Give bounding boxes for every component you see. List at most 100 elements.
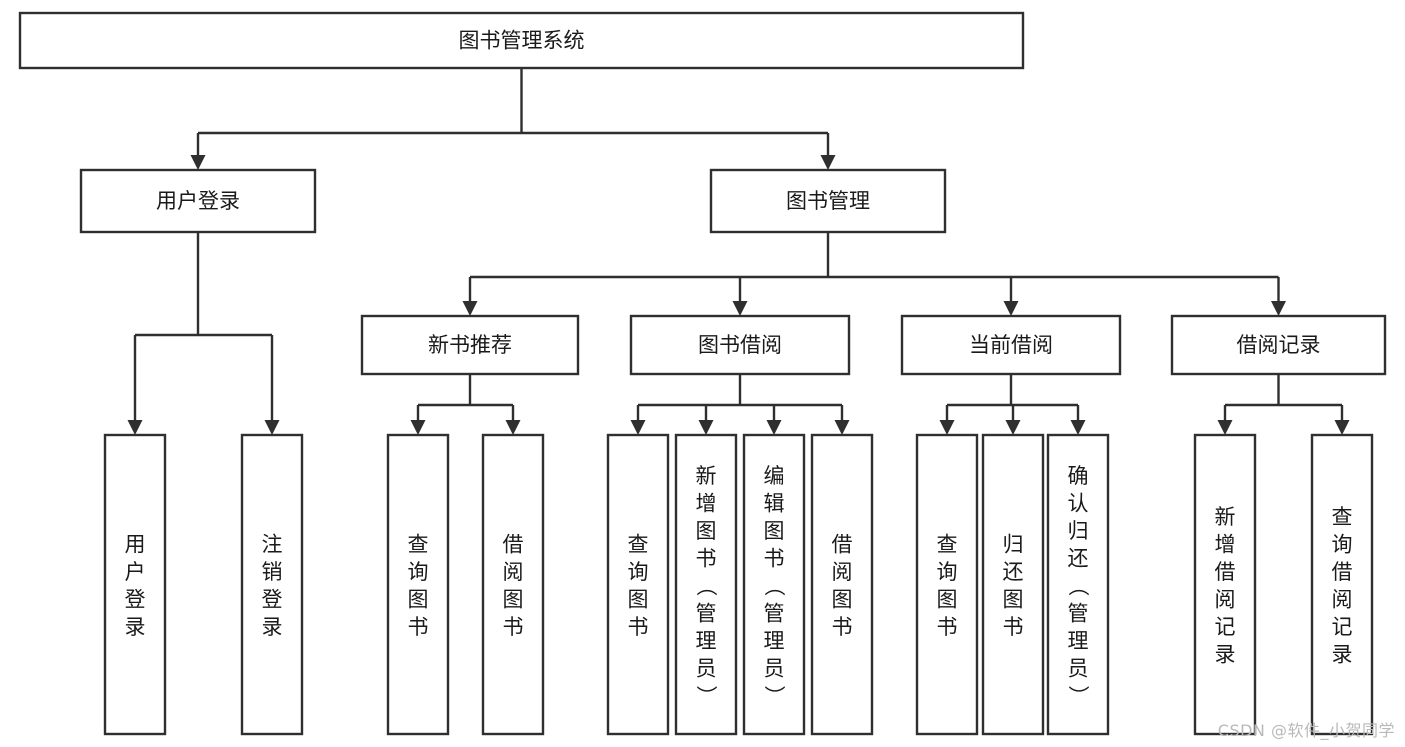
arrow-head-icon bbox=[264, 420, 280, 435]
node-label-char-leaf-borrow-book-rec: 书 bbox=[503, 615, 524, 639]
node-label-char-leaf-add-borrow-record: 新 bbox=[1215, 505, 1236, 529]
node-current-borrow[interactable]: 当前借阅 bbox=[900, 314, 1122, 376]
node-layer: 图书管理系统用户登录图书管理新书推荐图书借阅当前借阅借阅记录用户登录注销登录查询… bbox=[18, 11, 1387, 736]
node-label-char-leaf-borrow-book: 阅 bbox=[832, 560, 853, 584]
node-label-char-leaf-logout: 录 bbox=[262, 615, 283, 639]
node-box-new-book-recommend bbox=[360, 314, 580, 376]
arrow-head-icon bbox=[820, 155, 836, 170]
node-book-borrow[interactable]: 图书借阅 bbox=[629, 314, 851, 376]
arrow-head-icon bbox=[1070, 420, 1086, 435]
node-label-char-leaf-edit-book-admin: （ bbox=[762, 575, 786, 596]
node-label-char-leaf-confirm-return-admin: 管 bbox=[1068, 601, 1089, 625]
node-label-char-leaf-add-book-admin: 员 bbox=[696, 656, 717, 680]
node-label-char-leaf-query-book-borrow: 图 bbox=[628, 588, 649, 612]
node-label-char-leaf-return-book: 还 bbox=[1003, 560, 1024, 584]
node-label-char-leaf-query-book-cur: 查 bbox=[937, 533, 958, 557]
node-label-char-leaf-confirm-return-admin: ） bbox=[1066, 685, 1090, 706]
connector-layer bbox=[127, 68, 1350, 435]
node-label-char-leaf-query-borrow-record: 录 bbox=[1332, 643, 1353, 667]
node-label-char-leaf-confirm-return-admin: 认 bbox=[1068, 491, 1089, 515]
node-label-char-leaf-add-book-admin: （ bbox=[694, 575, 718, 596]
node-label-char-leaf-query-book-rec: 查 bbox=[408, 533, 429, 557]
node-label-char-leaf-edit-book-admin: 员 bbox=[764, 656, 785, 680]
node-label-char-leaf-query-borrow-record: 询 bbox=[1332, 533, 1353, 557]
node-box-current-borrow bbox=[900, 314, 1122, 376]
arrow-head-icon bbox=[1271, 301, 1286, 316]
node-label-char-leaf-add-borrow-record: 录 bbox=[1215, 643, 1236, 667]
node-label-char-leaf-edit-book-admin: ） bbox=[762, 685, 786, 706]
arrow-head-icon bbox=[1005, 420, 1021, 435]
node-label-char-leaf-return-book: 图 bbox=[1003, 588, 1024, 612]
arrow-head-icon bbox=[698, 420, 714, 435]
node-label-borrow-record: 借阅记录 bbox=[1237, 333, 1321, 357]
node-box-leaf-borrow-book-rec bbox=[481, 433, 545, 736]
arrow-head-icon bbox=[630, 420, 646, 435]
node-label-char-leaf-add-book-admin: 新 bbox=[696, 464, 717, 488]
node-label-char-leaf-borrow-book-rec: 图 bbox=[503, 588, 524, 612]
node-box-leaf-add-borrow-record bbox=[1193, 433, 1257, 736]
node-label-char-leaf-add-borrow-record: 借 bbox=[1215, 560, 1236, 584]
node-label-char-leaf-confirm-return-admin: 还 bbox=[1068, 546, 1089, 570]
node-label-char-leaf-add-borrow-record: 阅 bbox=[1215, 588, 1236, 612]
node-label-char-leaf-add-book-admin: 图 bbox=[696, 519, 717, 543]
arrow-head-icon bbox=[766, 420, 782, 435]
node-label-char-leaf-confirm-return-admin: 理 bbox=[1068, 629, 1089, 653]
node-label-char-leaf-query-borrow-record: 借 bbox=[1332, 560, 1353, 584]
node-label-char-leaf-logout: 销 bbox=[262, 560, 283, 584]
node-label-char-leaf-user-login: 登 bbox=[125, 588, 146, 612]
node-label-new-book-recommend: 新书推荐 bbox=[428, 333, 512, 357]
node-label-char-leaf-confirm-return-admin: （ bbox=[1066, 575, 1090, 596]
node-label-user-login: 用户登录 bbox=[156, 189, 240, 213]
arrow-head-icon bbox=[462, 301, 478, 316]
node-label-char-leaf-query-book-borrow: 询 bbox=[628, 560, 649, 584]
node-label-char-leaf-query-borrow-record: 记 bbox=[1332, 615, 1353, 639]
arrow-head-icon bbox=[505, 420, 521, 435]
node-book-manage[interactable]: 图书管理 bbox=[709, 168, 947, 234]
node-label-char-leaf-add-book-admin: 理 bbox=[696, 629, 717, 653]
node-box-leaf-confirm-return-admin bbox=[1046, 433, 1110, 736]
node-label-char-leaf-confirm-return-admin: 归 bbox=[1068, 519, 1089, 543]
node-new-book-recommend[interactable]: 新书推荐 bbox=[360, 314, 580, 376]
node-label-current-borrow: 当前借阅 bbox=[969, 333, 1053, 357]
node-label-char-leaf-return-book: 书 bbox=[1003, 615, 1024, 639]
arrow-head-icon bbox=[834, 420, 850, 435]
node-borrow-record[interactable]: 借阅记录 bbox=[1170, 314, 1387, 376]
node-box-leaf-logout bbox=[240, 433, 304, 736]
node-box-leaf-query-borrow-record bbox=[1310, 433, 1374, 736]
node-label-char-leaf-query-book-rec: 书 bbox=[408, 615, 429, 639]
node-box-user-login bbox=[79, 168, 317, 234]
node-box-leaf-query-book-cur bbox=[915, 433, 979, 736]
arrow-head-icon bbox=[939, 420, 955, 435]
node-label-char-leaf-borrow-book-rec: 借 bbox=[503, 533, 524, 557]
node-label-char-leaf-add-book-admin: ） bbox=[694, 685, 718, 706]
node-label-char-leaf-edit-book-admin: 编 bbox=[764, 464, 785, 488]
node-label-char-leaf-edit-book-admin: 理 bbox=[764, 629, 785, 653]
node-user-login[interactable]: 用户登录 bbox=[79, 168, 317, 234]
node-label-char-leaf-query-borrow-record: 阅 bbox=[1332, 588, 1353, 612]
node-label-char-leaf-logout: 注 bbox=[262, 533, 283, 557]
node-label-char-leaf-borrow-book: 书 bbox=[832, 615, 853, 639]
arrow-head-icon bbox=[410, 420, 426, 435]
node-root[interactable]: 图书管理系统 bbox=[18, 11, 1025, 70]
node-label-char-leaf-logout: 登 bbox=[262, 588, 283, 612]
node-label-book-borrow: 图书借阅 bbox=[698, 333, 782, 357]
node-label-book-manage: 图书管理 bbox=[786, 189, 870, 213]
node-box-leaf-user-login bbox=[103, 433, 167, 736]
node-label-char-leaf-query-book-cur: 询 bbox=[937, 560, 958, 584]
node-box-leaf-query-book-rec bbox=[386, 433, 450, 736]
node-leaf-user-login[interactable]: 用户登录 bbox=[103, 433, 167, 736]
